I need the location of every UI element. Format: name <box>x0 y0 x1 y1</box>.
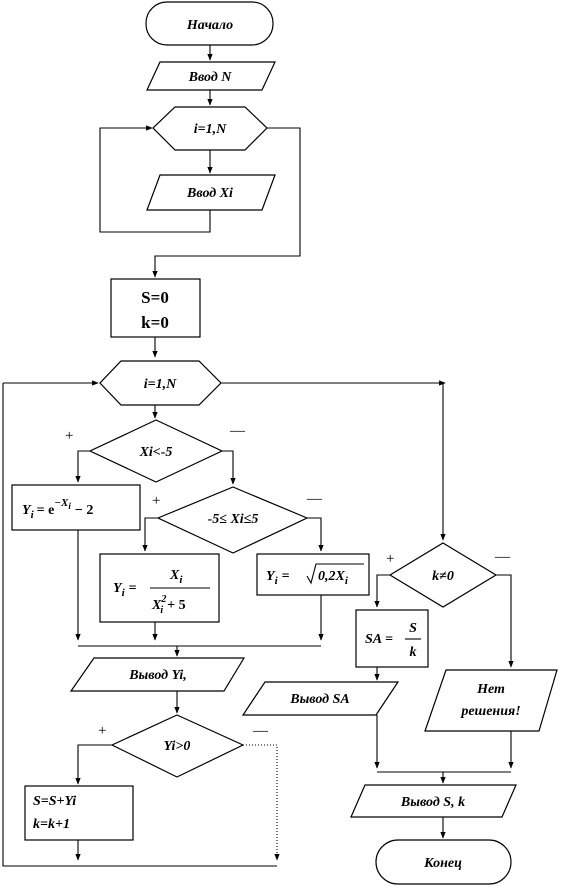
sa-den: k <box>410 645 417 660</box>
svg-text:Yi= e−Xi− 2: Yi= e−Xi− 2 <box>22 497 93 521</box>
loop1-block: i=1,N <box>152 106 268 151</box>
f2-den-sup: 2 <box>160 594 166 605</box>
output-sa-block: Вывод SA <box>241 681 400 716</box>
output-sk-block: Вывод S, k <box>350 784 517 818</box>
loop2-block: i=1,N <box>99 360 222 406</box>
formula1-box: Yi= e−Xi− 2 <box>11 484 141 531</box>
f2-y: Y <box>113 581 123 596</box>
formula3-box: Yi= 0,2Xi <box>256 553 370 596</box>
f3-y-sub: i <box>275 575 279 587</box>
cond2-label: -5≤ Xi≤5 <box>208 512 259 527</box>
input-xi-label: Ввод Xi <box>186 186 233 201</box>
f3-body: 0,2X <box>318 569 346 584</box>
connectors <box>2 45 514 867</box>
arrow-cond4-minus <box>496 574 514 668</box>
sa-eq: = <box>385 632 393 647</box>
cond4-label: k≠0 <box>432 569 454 584</box>
f2-num-sub: i <box>179 574 183 586</box>
arrow-cond2-plus <box>142 517 158 552</box>
svg-text:Yi=: Yi= <box>113 581 137 599</box>
sa-num: S <box>409 621 417 636</box>
start-label: Начало <box>186 18 233 33</box>
arrow-cond2-minus <box>307 517 324 552</box>
svg-text:0,2Xi: 0,2Xi <box>318 569 349 587</box>
output-yi-label: Вывод Yi, <box>128 668 187 683</box>
arrow-cond4-plus <box>374 574 390 608</box>
init-s-label: S=0 <box>141 288 169 307</box>
cond4-plus-sign: + <box>386 551 394 567</box>
f3-body-sub: i <box>345 575 349 587</box>
arrow-loop1-exit <box>152 127 301 278</box>
arrow-cond3-minus <box>243 744 280 861</box>
f2-den: X <box>151 598 162 613</box>
cond4-diamond: k≠0 <box>388 542 498 608</box>
f3-y: Y <box>266 569 276 584</box>
svg-text:Yi=: Yi= <box>266 569 290 587</box>
loop2-label: i=1,N <box>144 377 177 392</box>
svg-text:X2i+ 5: X2i + 5 <box>151 594 186 616</box>
f2-den-tail: + 5 <box>167 598 185 613</box>
arrow-cond1-plus <box>75 450 90 483</box>
end-label: Конец <box>423 856 462 871</box>
f2-eq: = <box>129 581 137 596</box>
svg-text:Xi: Xi <box>169 568 183 586</box>
cond4-minus-sign: — <box>494 549 511 565</box>
input-n-block: Ввод N <box>146 61 276 91</box>
sum-block: S=S+Yi k=k+1 <box>24 785 134 841</box>
cond1-minus-sign: — <box>229 423 246 439</box>
f2-den-sub: i <box>160 605 163 616</box>
no-solution-block: Нет решения! <box>424 669 558 732</box>
f3-eq: = <box>282 569 290 584</box>
output-sk-label: Вывод S, k <box>400 795 465 810</box>
svg-text:SA=: SA= <box>365 632 393 647</box>
cond3-diamond: Yi>0 <box>110 714 245 778</box>
no-solution-line2: решения! <box>460 704 520 719</box>
f1-y-sub: i <box>31 509 35 521</box>
input-xi-block: Ввод Xi <box>146 174 276 211</box>
loop2-return-bottom <box>2 383 277 867</box>
start-terminal: Начало <box>145 1 274 46</box>
output-sa-label: Вывод SA <box>289 692 350 707</box>
end-terminal: Конец <box>375 839 512 885</box>
cond1-label: Xi<-5 <box>139 445 173 460</box>
cond2-plus-sign: + <box>152 493 160 509</box>
init-block: S=0 k=0 <box>110 278 201 338</box>
loop1-label: i=1,N <box>194 122 227 137</box>
arrow-loop1-return <box>99 125 211 233</box>
sum-s-label: S=S+Yi <box>33 794 76 809</box>
cond3-plus-sign: + <box>98 723 106 739</box>
input-n-label: Ввод N <box>188 70 233 85</box>
f2-num: X <box>169 568 180 583</box>
f1-eq: = e <box>37 503 55 518</box>
cond1-diamond: Xi<-5 <box>88 419 224 483</box>
cond1-plus-sign: + <box>65 428 73 444</box>
f1-exp: −X <box>54 497 69 509</box>
sa-formula-box: SA= S k <box>355 609 429 668</box>
sa-lhs: SA <box>365 632 382 647</box>
sum-k-label: k=k+1 <box>33 817 70 832</box>
f3-sqrt-sign <box>306 563 364 585</box>
f1-y: Y <box>22 503 32 518</box>
cond3-label: Yi>0 <box>164 739 191 754</box>
cond2-minus-sign: — <box>306 491 323 507</box>
cond3-minus-sign: — <box>252 723 269 739</box>
init-k-label: k=0 <box>141 313 169 332</box>
f1-exp-sub: i <box>68 501 71 511</box>
no-solution-line1: Нет <box>476 682 505 697</box>
output-yi-block: Вывод Yi, <box>69 657 246 692</box>
cond2-diamond: -5≤ Xi≤5 <box>156 486 309 554</box>
f2-y-sub: i <box>122 587 126 599</box>
f1-tail: − 2 <box>75 503 93 518</box>
arrow-cond3-plus <box>75 744 112 785</box>
arrow-cond1-minus <box>222 450 236 485</box>
